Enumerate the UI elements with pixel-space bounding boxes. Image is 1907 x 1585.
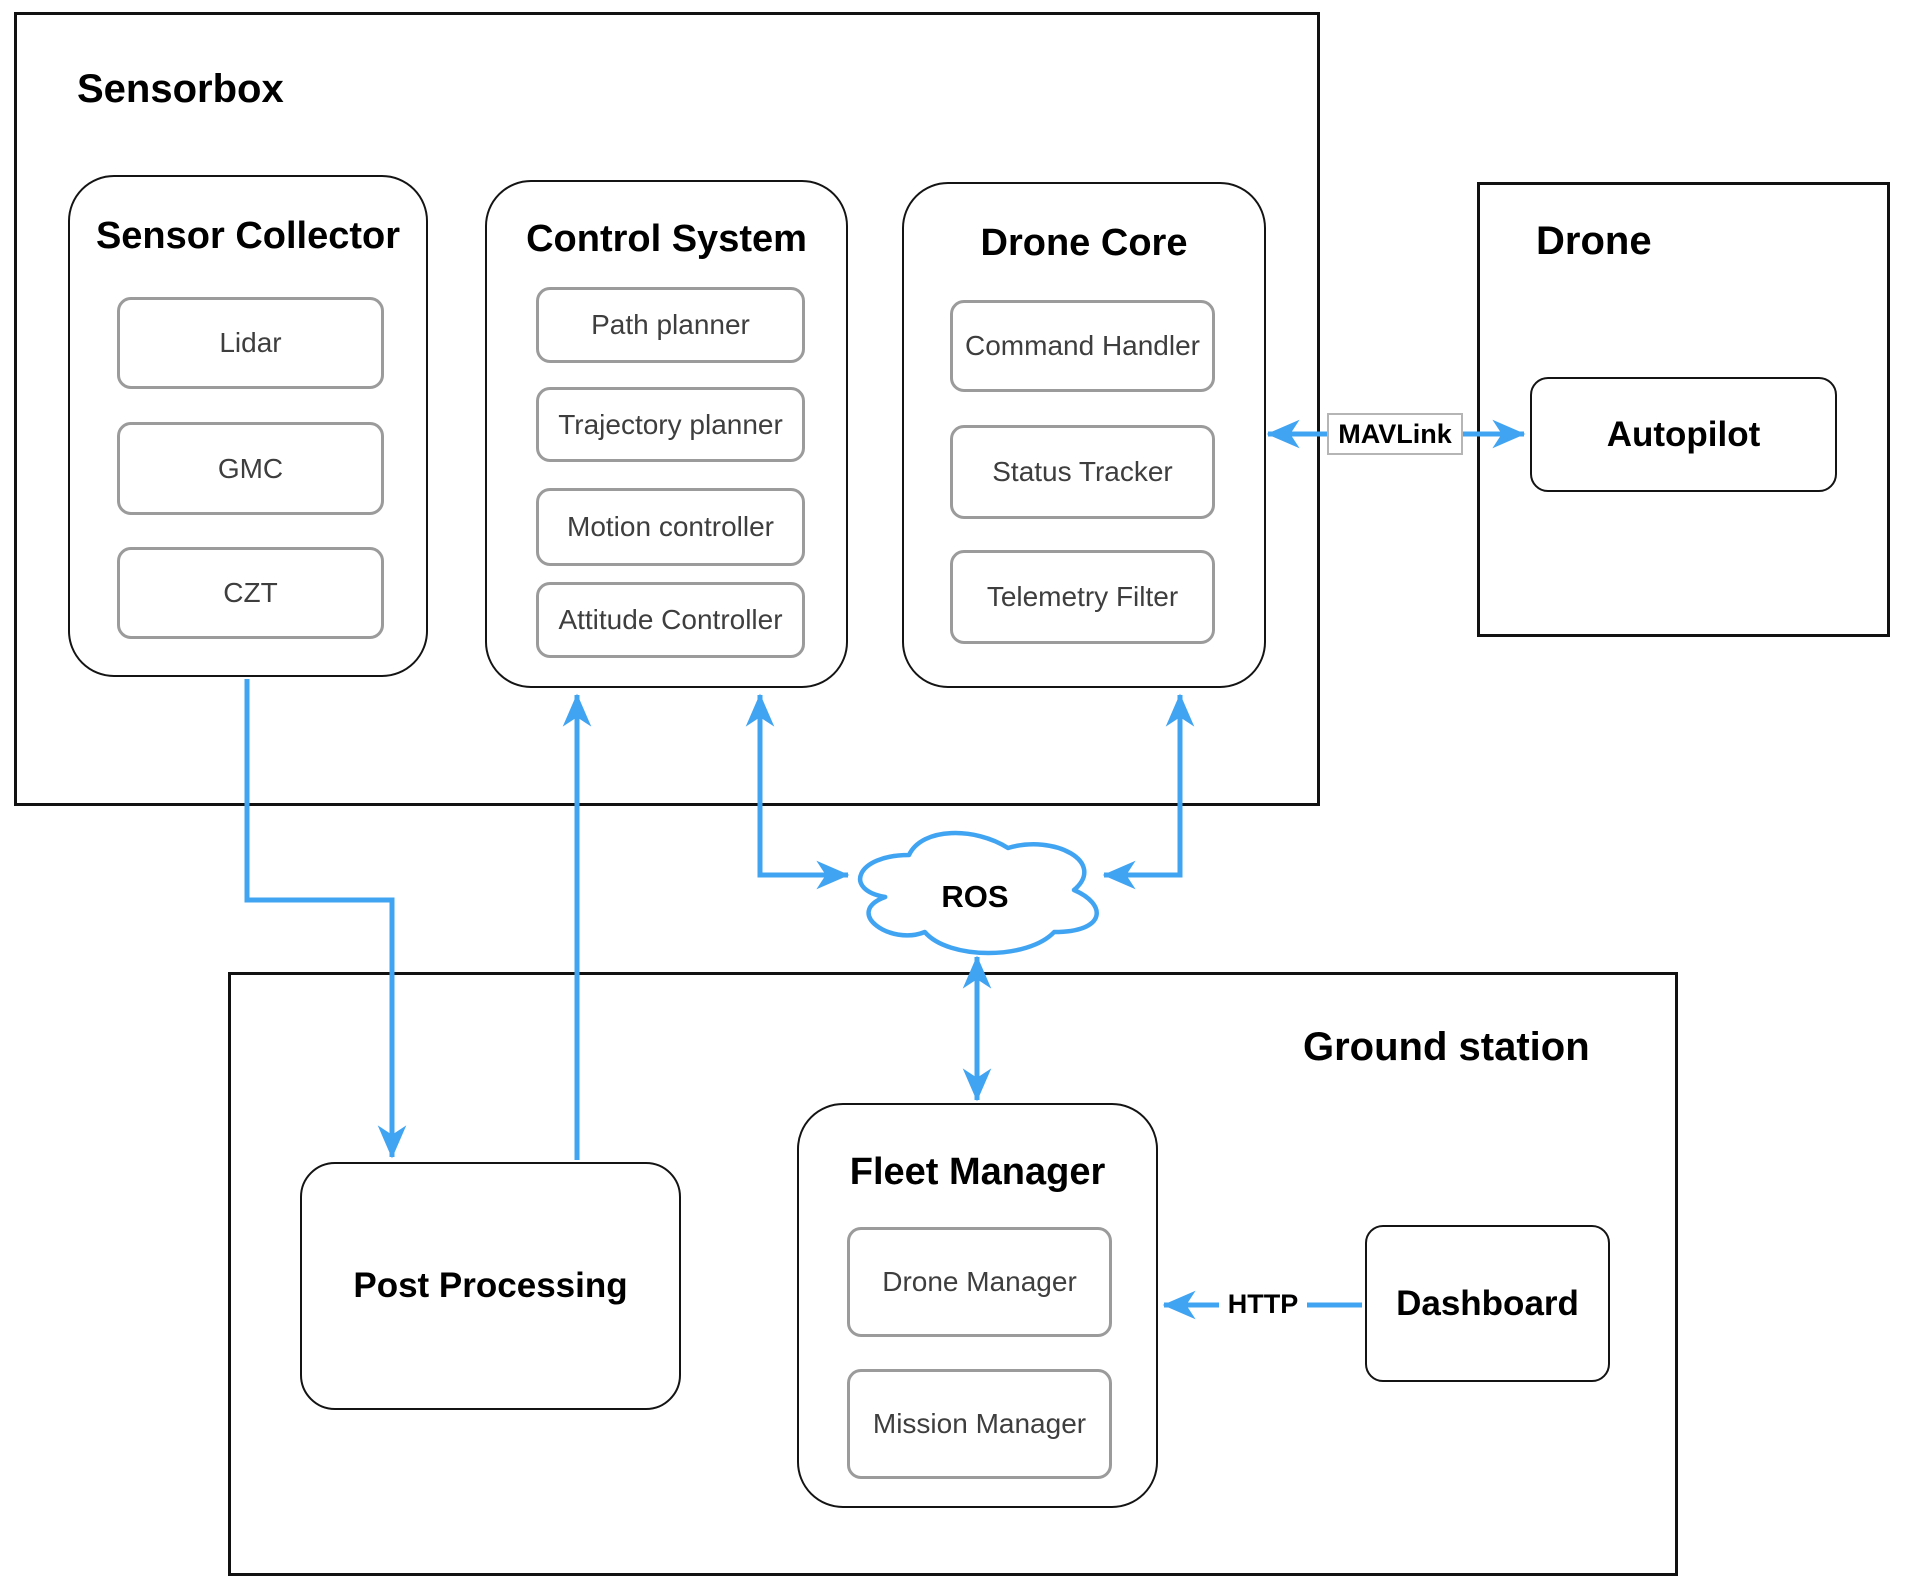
item-gmc-label: GMC (217, 452, 284, 484)
item-path-planner-label: Path planner (591, 309, 750, 340)
item-motion-controller: Motion controller (536, 488, 805, 566)
item-trajectory-planner-label: Trajectory planner (558, 408, 783, 440)
mavlink-label: MAVLink (1327, 413, 1463, 455)
item-drone-manager: Drone Manager (847, 1227, 1112, 1337)
fleet-manager-title: Fleet Manager (849, 1151, 1106, 1193)
sensor-collector-group: Sensor Collector Lidar GMC CZT (68, 175, 428, 677)
item-attitude-controller-label: Attitude Controller (558, 604, 783, 635)
post-processing-node: Post Processing (300, 1162, 681, 1410)
control-system-group: Control System Path planner Trajectory p… (485, 180, 848, 688)
item-czt: CZT (117, 547, 384, 639)
item-gmc: GMC (117, 422, 384, 515)
item-status-tracker: Status Tracker (950, 425, 1215, 519)
autopilot-node: Autopilot (1530, 377, 1837, 492)
item-drone-manager-label: Drone Manager (882, 1266, 1077, 1297)
item-mission-manager: Mission Manager (847, 1369, 1112, 1479)
item-telemetry-filter: Telemetry Filter (950, 550, 1215, 644)
item-mission-manager-label: Mission Manager (872, 1408, 1087, 1439)
item-command-handler-label: Command Handler (965, 330, 1200, 361)
autopilot-label: Autopilot (1606, 414, 1761, 454)
fleet-manager-group: Fleet Manager Drone Manager Mission Mana… (797, 1103, 1158, 1508)
item-lidar-label: Lidar (219, 327, 282, 358)
post-processing-label: Post Processing (353, 1266, 628, 1305)
item-trajectory-planner: Trajectory planner (536, 387, 805, 462)
drone-title: Drone (1536, 219, 1652, 263)
sensorbox-title: Sensorbox (77, 67, 284, 111)
item-path-planner: Path planner (536, 287, 805, 363)
dashboard-label: Dashboard (1396, 1283, 1579, 1323)
drone-core-title: Drone Core (980, 222, 1188, 264)
item-command-handler: Command Handler (950, 300, 1215, 392)
drone-core-group: Drone Core Command Handler Status Tracke… (902, 182, 1266, 688)
ros-label: ROS (941, 879, 1009, 914)
item-motion-controller-label: Motion controller (567, 511, 774, 542)
item-czt-label: CZT (223, 577, 278, 608)
sensor-collector-title: Sensor Collector (95, 215, 401, 257)
item-status-tracker-label: Status Tracker (992, 456, 1173, 487)
item-telemetry-filter-label: Telemetry Filter (986, 581, 1179, 612)
http-label: HTTP (1219, 1286, 1307, 1322)
item-lidar: Lidar (117, 297, 384, 389)
ground-station-title: Ground station (1303, 1025, 1590, 1069)
dashboard-node: Dashboard (1365, 1225, 1610, 1382)
item-attitude-controller: Attitude Controller (536, 582, 805, 658)
control-system-title: Control System (526, 218, 807, 260)
